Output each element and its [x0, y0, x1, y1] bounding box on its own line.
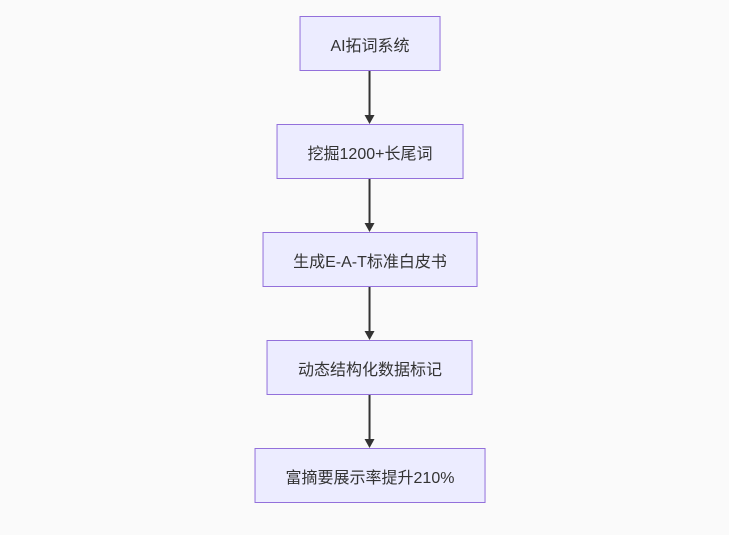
arrow-line	[369, 179, 371, 223]
arrow-down	[365, 287, 375, 340]
flow-node-label: 动态结构化数据标记	[297, 361, 442, 379]
flow-node-rich-snippet-result: 富摘要展示率提升210%	[254, 448, 486, 503]
arrow-line	[369, 287, 371, 331]
flow-node-label: 挖掘1200+长尾词	[307, 145, 433, 163]
flow-node-label: 富摘要展示率提升210%	[285, 469, 455, 487]
flowchart: AI拓词系统 挖掘1200+长尾词 生成E-A-T标准白皮书 动态结构化数据标记…	[254, 16, 486, 503]
flow-node-label: AI拓词系统	[330, 37, 410, 55]
arrow-line	[369, 395, 371, 439]
flow-node-label: 生成E-A-T标准白皮书	[293, 253, 447, 271]
arrow-down	[365, 179, 375, 232]
arrowhead-icon	[365, 223, 375, 232]
arrow-down	[365, 71, 375, 124]
arrow-down	[365, 395, 375, 448]
flow-node-structured-data: 动态结构化数据标记	[266, 340, 473, 395]
arrowhead-icon	[365, 331, 375, 340]
flow-node-ai-word-system: AI拓词系统	[299, 16, 441, 71]
arrowhead-icon	[365, 115, 375, 124]
flow-node-longtail-mining: 挖掘1200+长尾词	[276, 124, 464, 179]
arrow-line	[369, 71, 371, 115]
arrowhead-icon	[365, 439, 375, 448]
flow-node-eat-whitepaper: 生成E-A-T标准白皮书	[262, 232, 478, 287]
